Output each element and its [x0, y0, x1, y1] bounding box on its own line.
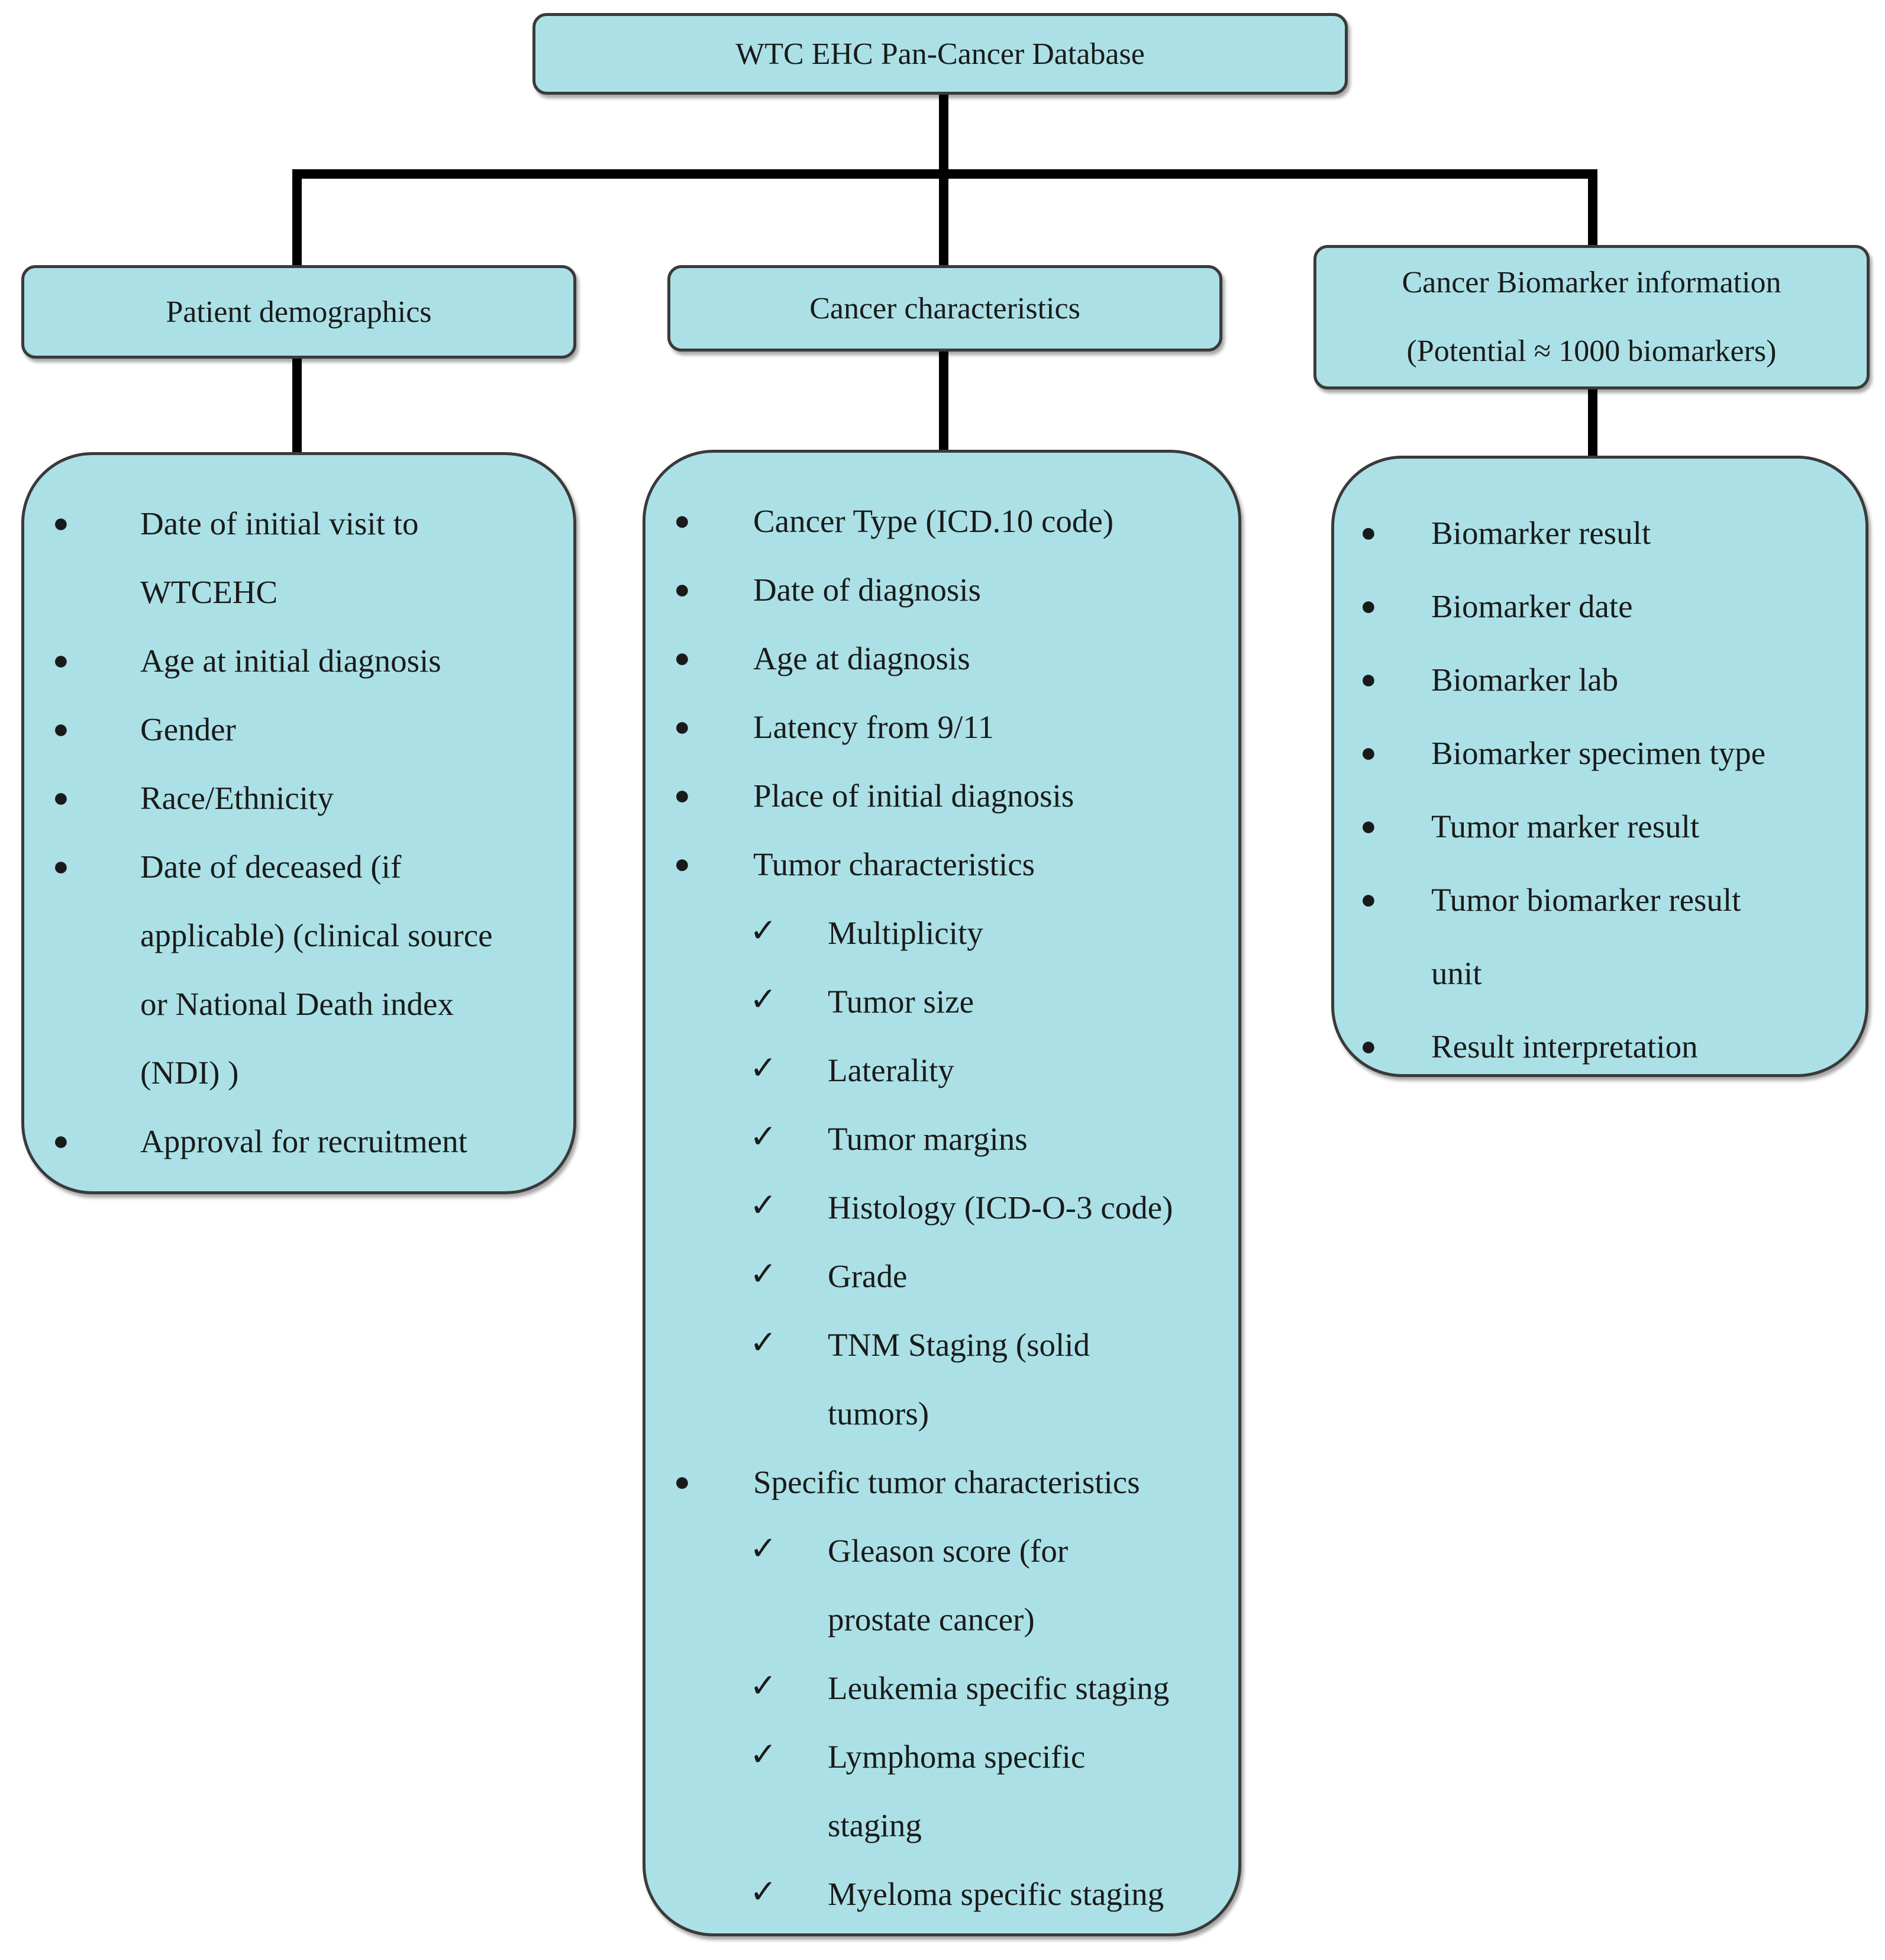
list-item: Date of deceased (if — [140, 849, 402, 885]
check-icon: ✓ — [750, 1324, 777, 1361]
category-subtitle: (Potential ≈ 1000 biomarkers) — [1406, 334, 1777, 368]
list-item: Biomarker result — [1431, 515, 1651, 551]
list-item: Approval for recruitment — [140, 1123, 467, 1159]
check-icon: ✓ — [750, 1256, 777, 1292]
bullet-icon: ● — [674, 780, 690, 810]
list-item: unit — [1431, 955, 1482, 991]
list-item: Gender — [140, 711, 236, 747]
list-item: Race/Ethnicity — [140, 780, 334, 816]
category-cancer-biomarker-information: Cancer Biomarker information (Potential … — [1313, 245, 1870, 389]
sub-list-item: Tumor margins — [828, 1121, 1028, 1157]
check-icon: ✓ — [750, 1187, 777, 1223]
connector-root-stem — [939, 94, 948, 265]
list-item: Result interpretation — [1431, 1029, 1698, 1065]
sub-list-item: staging — [828, 1807, 922, 1843]
bullet-icon: ● — [53, 1126, 69, 1156]
connector-cancer-stem — [939, 350, 948, 451]
root-title: WTC EHC Pan-Cancer Database — [735, 37, 1145, 71]
biomarker-information-list: ● Biomarker result ● Biomarker date ● Biomark… — [1331, 456, 1868, 1077]
bullet-icon: ● — [1360, 517, 1377, 547]
sub-list-item: Laterality — [828, 1052, 954, 1088]
category-title: Cancer characteristics — [809, 291, 1080, 325]
list-item: Date of initial visit to — [140, 505, 419, 541]
check-icon: ✓ — [750, 913, 777, 949]
check-icon: ✓ — [750, 1118, 777, 1155]
bullet-icon: ● — [674, 1466, 690, 1497]
list-item: applicable) (clinical source — [140, 917, 493, 953]
bullet-icon: ● — [1360, 591, 1377, 621]
list-item: Biomarker lab — [1431, 662, 1619, 698]
list-item: Biomarker specimen type — [1431, 735, 1766, 771]
category-title: Cancer Biomarker information — [1402, 266, 1781, 299]
category-patient-demographics: Patient demographics — [21, 265, 576, 359]
list-item: Tumor characteristics — [753, 846, 1035, 882]
list-item: Latency from 9/11 — [753, 709, 995, 745]
patient-demographics-list: ● Date of initial visit to WTCEHC ● Age at i… — [21, 452, 576, 1194]
category-title: Patient demographics — [166, 295, 432, 329]
check-icon: ✓ — [750, 1874, 777, 1910]
connector-biomarker-stem — [1588, 388, 1597, 457]
list-item: Tumor biomarker result — [1431, 882, 1741, 918]
list-item: WTCEHC — [140, 574, 278, 610]
bullet-icon: ● — [1360, 737, 1377, 768]
sub-list-item: Histology (ICD-O-3 code) — [828, 1189, 1173, 1226]
list-item: (NDI) ) — [140, 1055, 239, 1091]
bullet-icon: ● — [674, 505, 690, 536]
bullet-icon: ● — [53, 645, 69, 675]
connector-patient-stem — [292, 357, 302, 453]
check-icon: ✓ — [750, 981, 777, 1017]
sub-list-item: Grade — [828, 1258, 908, 1294]
bullet-icon: ● — [674, 574, 690, 604]
check-icon: ✓ — [750, 1668, 777, 1704]
list-item: or National Death index — [140, 986, 454, 1022]
check-icon: ✓ — [750, 1050, 777, 1086]
bullet-icon: ● — [1360, 664, 1377, 694]
root-node: WTC EHC Pan-Cancer Database — [532, 13, 1348, 95]
category-cancer-characteristics: Cancer characteristics — [667, 265, 1222, 352]
bullet-icon: ● — [674, 643, 690, 673]
connector-left-drop — [292, 169, 302, 266]
cancer-characteristics-list: ● Cancer Type (ICD.10 code) ● Date of diagn… — [643, 450, 1241, 1936]
list-item: Age at diagnosis — [753, 640, 970, 676]
bullet-icon: ● — [1360, 1031, 1377, 1061]
bullet-icon: ● — [674, 711, 690, 742]
sub-list-item: Gleason score (for — [828, 1533, 1069, 1569]
connector-horizontal-bar — [292, 169, 1597, 179]
bullet-icon: ● — [53, 851, 69, 881]
bullet-icon: ● — [674, 849, 690, 879]
list-item: Date of diagnosis — [753, 572, 981, 608]
sub-list-item: Tumor size — [828, 984, 974, 1020]
list-item: Age at initial diagnosis — [140, 643, 441, 679]
sub-list-item: Multiplicity — [828, 915, 983, 951]
list-item: Biomarker date — [1431, 588, 1633, 624]
list-item: Tumor marker result — [1431, 808, 1700, 844]
sub-list-item: Lymphoma specific — [828, 1739, 1086, 1775]
list-item: Cancer Type (ICD.10 code) — [753, 503, 1114, 539]
bullet-icon: ● — [53, 714, 69, 744]
check-icon: ✓ — [750, 1736, 777, 1772]
check-icon: ✓ — [750, 1530, 777, 1566]
list-item: Place of initial diagnosis — [753, 778, 1074, 814]
sub-list-item: Leukemia specific staging — [828, 1670, 1170, 1706]
bullet-icon: ● — [53, 782, 69, 813]
bullet-icon: ● — [1360, 884, 1377, 914]
list-item: Specific tumor characteristics — [753, 1464, 1140, 1500]
bullet-icon: ● — [53, 508, 69, 538]
sub-list-item: Myeloma specific staging — [828, 1876, 1164, 1912]
connector-right-drop — [1588, 169, 1597, 246]
sub-list-item: TNM Staging (solid — [828, 1327, 1090, 1363]
sub-list-item: prostate cancer) — [828, 1601, 1035, 1637]
bullet-icon: ● — [1360, 811, 1377, 841]
sub-list-item: tumors) — [828, 1395, 929, 1432]
